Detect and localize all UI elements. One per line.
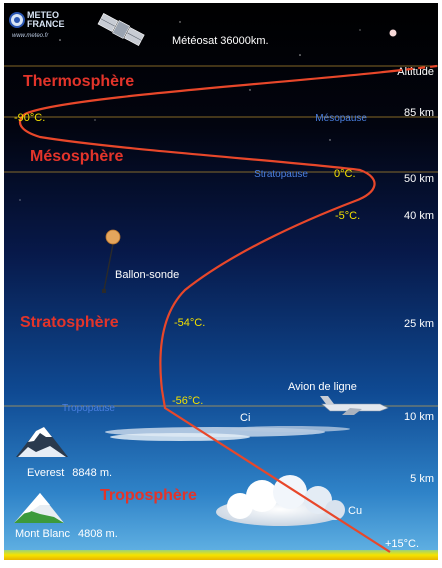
stratopause-label: Stratopause xyxy=(254,169,308,180)
satellite-label: Météosat 36000km. xyxy=(172,35,269,47)
layer-stratosphere: Stratosphère xyxy=(20,314,119,331)
altitude-5km: 5 km xyxy=(410,473,434,485)
balloon-label: Ballon-sonde xyxy=(115,269,179,281)
temp-minus5: -5°C. xyxy=(335,210,360,222)
altitude-40km: 40 km xyxy=(404,210,434,222)
temp-minus54: -54°C. xyxy=(174,317,205,329)
tropopause-label: Tropopause xyxy=(62,403,115,414)
everest-mountain-icon xyxy=(16,427,68,457)
meteo-france-logo: METEO FRANCE www.meteo.fr xyxy=(9,10,65,39)
airplane-icon xyxy=(320,396,389,415)
logo-url: www.meteo.fr xyxy=(12,33,49,39)
layer-mesosphere: Mésosphère xyxy=(30,148,123,165)
altitude-title: Altitude xyxy=(397,66,434,78)
cumulus-cloud xyxy=(216,475,345,526)
cirrus-cloud xyxy=(105,426,350,441)
plane-label: Avion de ligne xyxy=(288,381,357,393)
logo-line1: METEO xyxy=(27,10,59,20)
temp-0: 0°C. xyxy=(334,168,356,180)
altitude-50km: 50 km xyxy=(404,173,434,185)
temperature-profile-curve xyxy=(18,68,403,553)
stars xyxy=(19,21,361,201)
altitude-25km: 25 km xyxy=(404,318,434,330)
altitude-10km: 10 km xyxy=(404,411,434,423)
logo-line2: FRANCE xyxy=(27,19,65,29)
temp-plus15: +15°C. xyxy=(385,538,419,550)
layer-thermosphere: Thermosphère xyxy=(23,73,134,90)
temp-minus56: -56°C. xyxy=(172,395,203,407)
temp-minus90: -90°C. xyxy=(14,112,45,124)
cirrus-label: Ci xyxy=(240,412,250,424)
balloon-icon xyxy=(102,229,121,293)
altitude-85km: 85 km xyxy=(404,107,434,119)
sky-background xyxy=(4,3,438,560)
layer-troposphere: Troposphère xyxy=(100,487,197,504)
profile-dashed-segment xyxy=(401,64,438,72)
satellite-icon xyxy=(97,13,145,47)
mesopause-label: Mésopause xyxy=(315,113,367,124)
mont-blanc-mountain-icon xyxy=(14,493,64,523)
planet-dot xyxy=(389,29,397,37)
ground-strip xyxy=(4,550,438,560)
cumulus-label: Cu xyxy=(348,505,362,517)
